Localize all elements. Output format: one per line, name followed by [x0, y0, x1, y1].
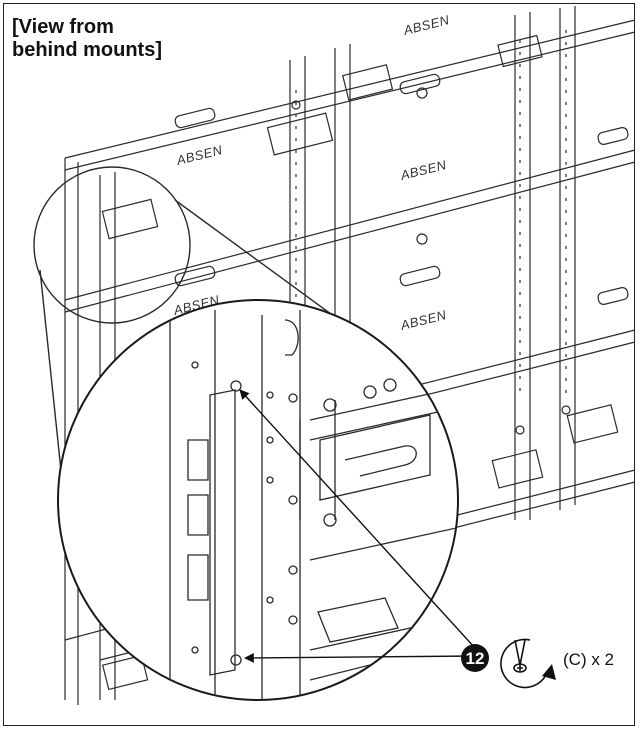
brand-label: ABSEN: [401, 12, 451, 38]
magnified-detail-circle: [58, 300, 458, 700]
figure-border: [3, 3, 635, 726]
screwdriver-rotate-clockwise-icon: [501, 639, 556, 687]
brand-label: ABSEN: [398, 307, 448, 333]
view-heading: [View from behind mounts]: [12, 16, 232, 62]
callout-quantity-text: (C) x 2: [563, 650, 614, 669]
step-badge: [461, 644, 489, 672]
leader-lines: [239, 389, 475, 663]
step-number: 12: [466, 649, 485, 668]
arrow-top-screw: [239, 389, 475, 648]
callout-step: 12: [461, 644, 489, 672]
view-heading-line2: behind mounts]: [12, 39, 162, 61]
view-heading-line1: [View from: [12, 16, 114, 38]
brand-label: ABSEN: [174, 142, 224, 168]
brand-label: ABSEN: [398, 157, 448, 183]
arrow-bottom-screw: [244, 653, 475, 663]
